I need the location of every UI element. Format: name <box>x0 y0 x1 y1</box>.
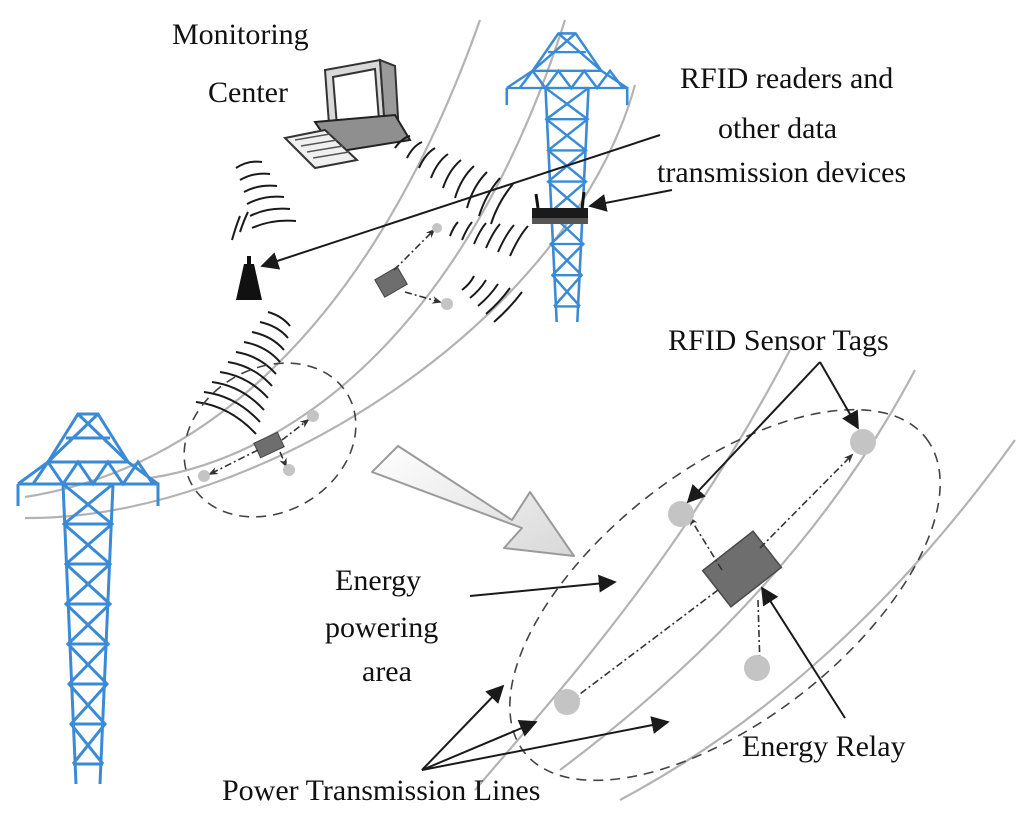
transmission-tower-icon <box>16 412 160 786</box>
energy-relay-icon <box>374 266 408 298</box>
pointer-arrow <box>469 574 617 597</box>
pointer-arrow <box>421 684 505 771</box>
computer-icon <box>282 58 412 170</box>
pointer-arrow <box>421 719 538 771</box>
energy-relay-icon <box>253 431 285 459</box>
pointer-arrow <box>588 189 673 212</box>
monitoring-center-label: Center <box>208 76 288 109</box>
pointer-arrow <box>819 361 859 430</box>
sensor-tag-icon <box>850 429 876 455</box>
energy-area-large <box>509 408 941 782</box>
sensor-tag-icon <box>554 689 580 715</box>
sensor-tag-icon <box>744 655 770 681</box>
wave-icon <box>461 275 523 323</box>
sensor-tag-icon <box>441 298 453 310</box>
power-lines-label: Power Transmission Lines <box>222 774 540 807</box>
pointer-arrow <box>260 134 661 270</box>
rfid-readers-label: other data <box>718 112 837 145</box>
sensor-tag-icon <box>432 223 442 233</box>
energy-area-label: Energy <box>335 564 421 597</box>
wave-icon <box>394 135 514 225</box>
energy-relay-label: Energy Relay <box>742 730 906 763</box>
transmission-tower-icon <box>505 32 629 324</box>
zoom-arrow-icon <box>371 445 575 557</box>
power-lines-overview <box>24 19 637 520</box>
energy-area-label: area <box>362 655 412 688</box>
pointer-arrow <box>421 716 670 771</box>
wave-icon <box>449 221 529 257</box>
energy-area-label: powering <box>325 611 438 644</box>
sensor-tag-icon <box>198 470 210 482</box>
antenna-icon <box>236 256 262 300</box>
sensor-tag-icon <box>283 464 295 476</box>
sensor-tag-icon <box>668 501 694 527</box>
monitoring-center-label: Monitoring <box>172 18 309 51</box>
rfid-readers-label: RFID readers and <box>680 62 893 95</box>
wave-icon <box>195 311 291 435</box>
sensor-tag-icon <box>307 410 319 422</box>
router-icon <box>532 191 588 224</box>
wave-icon <box>231 160 297 241</box>
rfid-readers-label: transmission devices <box>657 156 906 189</box>
energy-area-small <box>183 362 357 518</box>
energy-relay-icon <box>701 530 783 608</box>
rfid-sensor-tags-label: RFID Sensor Tags <box>668 324 889 357</box>
pointer-arrow <box>761 586 846 719</box>
pointer-arrow <box>686 361 821 504</box>
